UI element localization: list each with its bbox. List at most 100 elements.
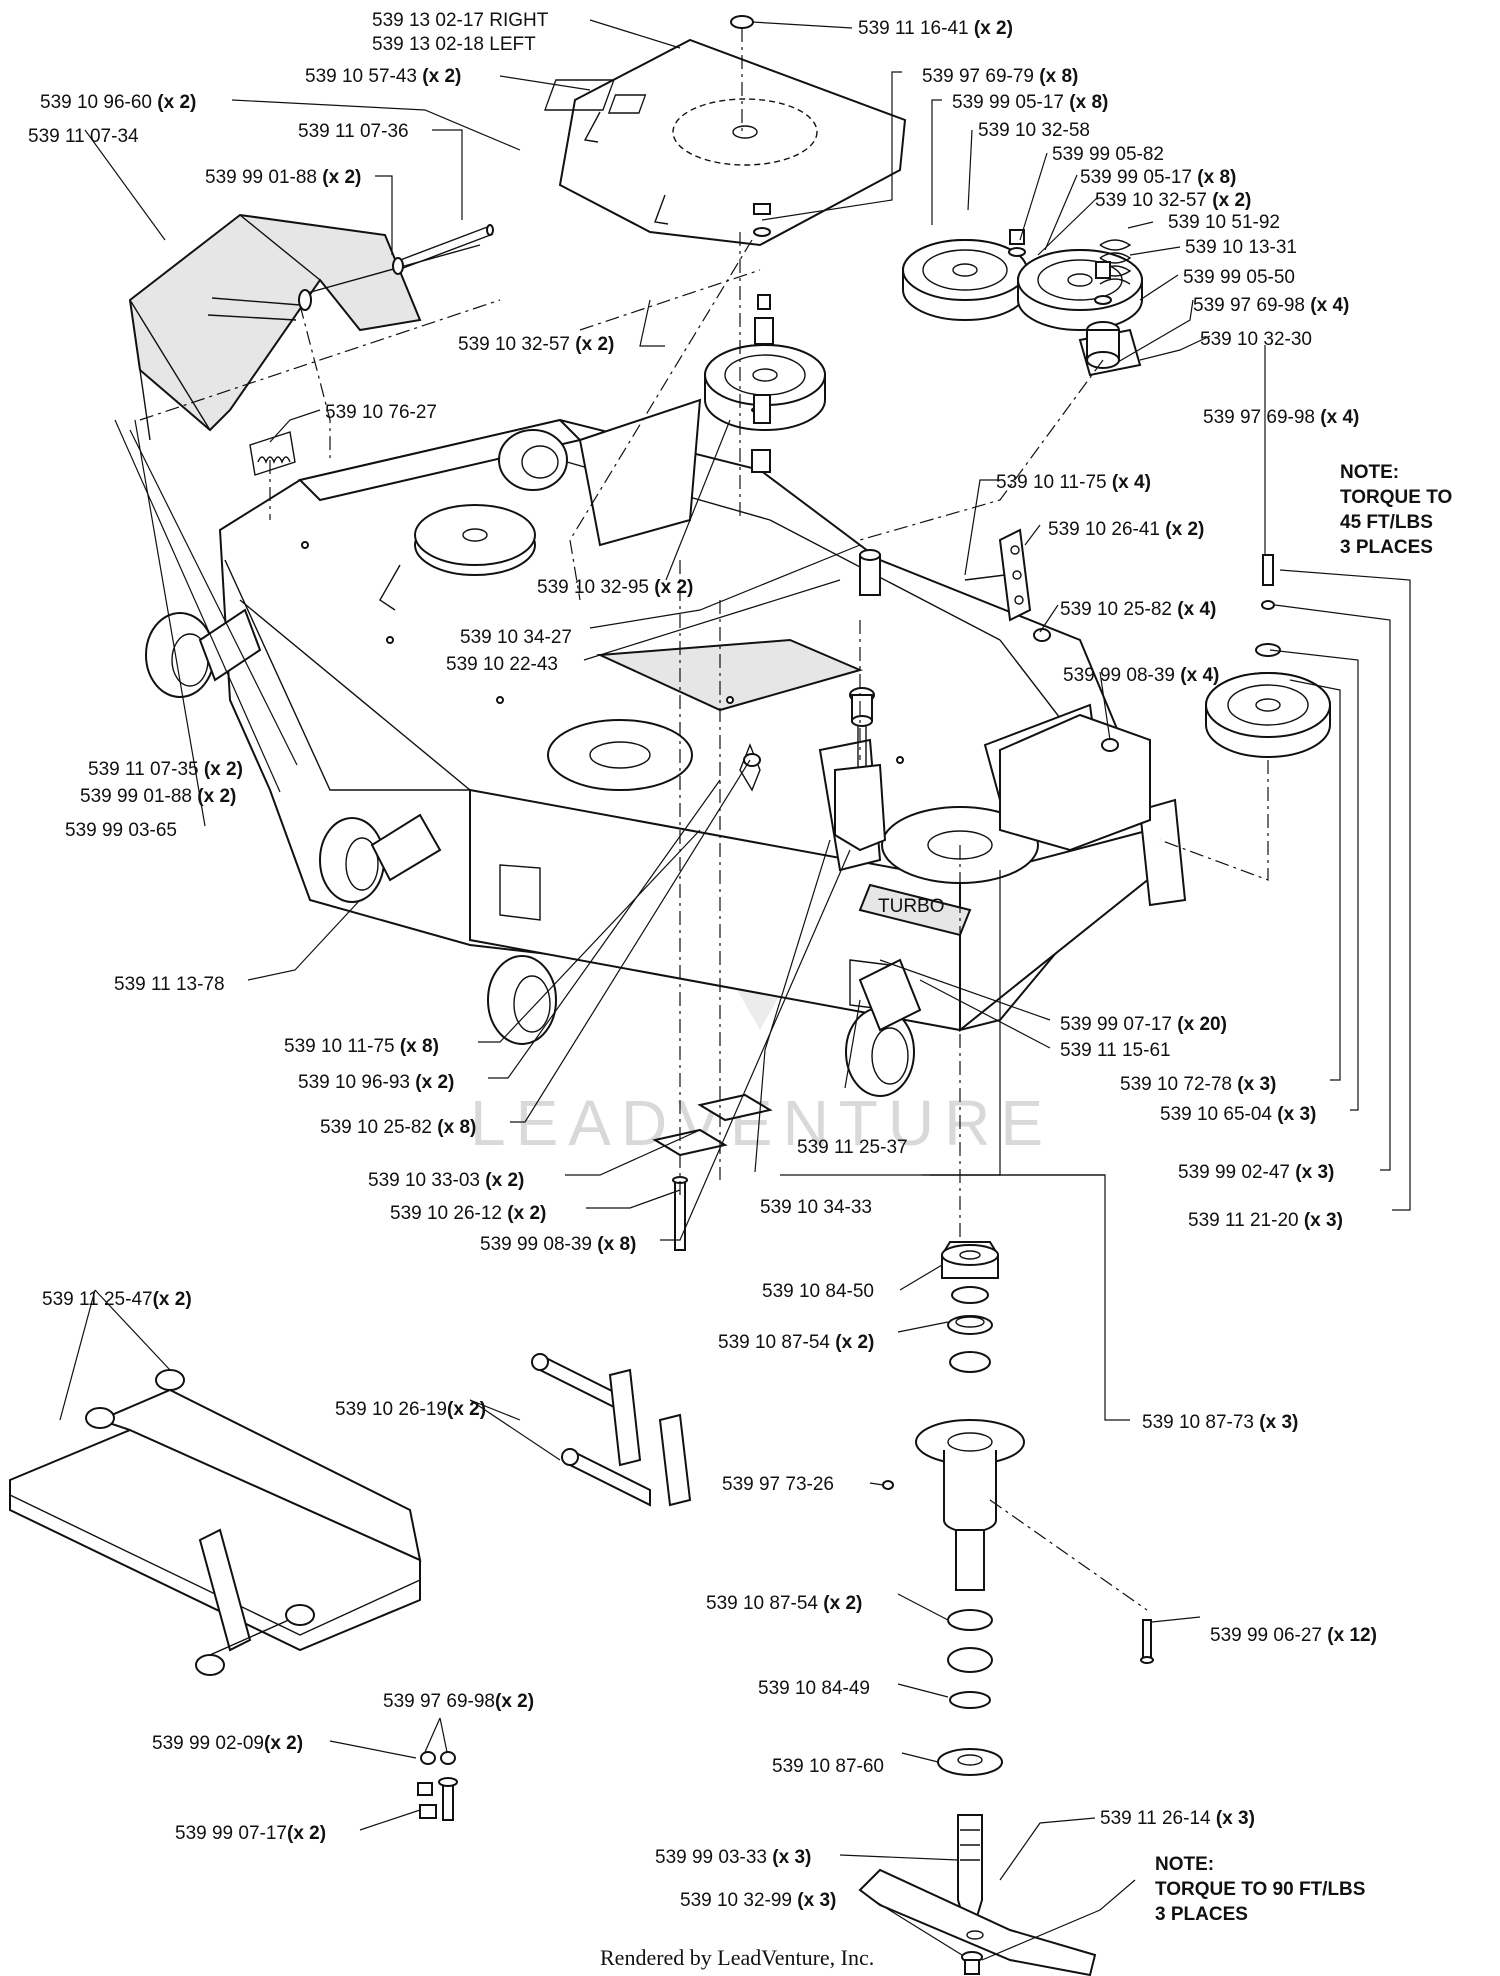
callout-c15: 539 10 51-92	[1168, 212, 1280, 233]
callout-c09: 539 10 32-58	[978, 120, 1090, 141]
callout-c25: 539 10 32-95 (x 2)	[537, 577, 693, 598]
callout-c34: 539 99 07-17 (x 20)	[1060, 1014, 1227, 1035]
callout-c19: 539 10 32-57 (x 2)	[458, 334, 614, 355]
svg-text:3 PLACES: 3 PLACES	[1340, 537, 1433, 558]
chute-washer	[392, 257, 404, 275]
leader-lines	[59, 19, 1411, 1961]
callout-c44: 539 10 26-12 (x 2)	[390, 1203, 546, 1224]
callout-c56: 539 10 84-49	[758, 1678, 870, 1699]
callout-c23: 539 10 11-75 (x 4)	[996, 472, 1151, 493]
callout-c17: 539 99 05-50	[1183, 267, 1295, 288]
spindle-bolt	[1140, 1619, 1154, 1664]
callout-c59: 539 10 87-60	[772, 1756, 884, 1777]
callout-c49: 539 11 25-47(x 2)	[42, 1289, 192, 1310]
callout-c62: 539 99 03-33 (x 3)	[655, 1847, 811, 1868]
callout-c51: 539 10 26-19(x 2)	[335, 1399, 486, 1420]
svg-text:NOTE:: NOTE:	[1340, 462, 1399, 483]
callout-c12: 539 99 05-17 (x 8)	[1080, 167, 1236, 188]
chute-rod	[394, 224, 494, 271]
callout-c53: 539 97 73-26	[722, 1474, 834, 1495]
callout-c13: 539 99 01-88 (x 2)	[205, 167, 361, 188]
callout-c04: 539 10 57-43 (x 2)	[305, 66, 461, 87]
spacers-bolts	[751, 203, 1112, 596]
callout-c54: 539 10 87-54 (x 2)	[706, 1593, 862, 1614]
callout-c43: 539 10 33-03 (x 2)	[368, 1170, 524, 1191]
callout-c42: 539 99 02-47 (x 3)	[1178, 1162, 1334, 1183]
callout-c14: 539 10 32-57 (x 2)	[1095, 190, 1251, 211]
callout-c57: 539 97 69-98(x 2)	[383, 1691, 534, 1712]
callout-c52: 539 10 87-73 (x 3)	[1142, 1412, 1298, 1433]
callout-c05: 539 97 69-79 (x 8)	[922, 66, 1078, 87]
callout-c07: 539 99 05-17 (x 8)	[952, 92, 1108, 113]
callout-c41: 539 11 25-37	[797, 1137, 908, 1158]
callout-c20: 539 10 32-30	[1200, 329, 1312, 350]
callout-c45: 539 10 34-33	[760, 1197, 872, 1218]
callout-c16: 539 10 13-31	[1185, 237, 1297, 258]
callout-c03: 539 11 16-41 (x 2)	[858, 18, 1013, 39]
blade-washer-bolt	[961, 1951, 983, 1975]
wheel-front-left	[319, 813, 442, 903]
callout-c50: 539 10 87-54 (x 2)	[718, 1332, 874, 1353]
callout-c02: 539 13 02-18 LEFT	[372, 34, 536, 55]
callout-c40: 539 10 25-82 (x 8)	[320, 1117, 476, 1138]
pulley-center	[704, 344, 826, 431]
small-hardware	[417, 1751, 458, 1821]
note-torque-90: NOTE: TORQUE TO 90 FT/LBS 3 PLACES	[1155, 1854, 1365, 1925]
idler-arm	[1078, 321, 1142, 377]
cap-plug	[730, 15, 754, 29]
callout-c47: 539 99 08-39 (x 8)	[480, 1234, 636, 1255]
deck-badge: TURBO	[878, 896, 945, 917]
idler-spring	[1099, 239, 1132, 285]
callout-c39: 539 10 65-04 (x 3)	[1160, 1104, 1316, 1125]
callout-c61: 539 11 26-14 (x 3)	[1100, 1808, 1255, 1829]
callout-c36: 539 11 15-61	[1060, 1040, 1171, 1061]
callout-c63: 539 10 32-99 (x 3)	[680, 1890, 836, 1911]
adjustment-link	[964, 528, 1119, 752]
wheel-rear-right	[498, 429, 568, 491]
wheel-front-center	[487, 955, 557, 1045]
callout-c06: 539 10 96-60 (x 2)	[40, 92, 196, 113]
callout-c37: 539 10 96-93 (x 2)	[298, 1072, 454, 1093]
callout-c46: 539 11 21-20 (x 3)	[1188, 1210, 1343, 1231]
render-credit: Rendered by LeadVenture, Inc.	[600, 1945, 874, 1970]
callout-c38: 539 10 72-78 (x 3)	[1120, 1074, 1276, 1095]
callout-c35: 539 10 11-75 (x 8)	[284, 1036, 439, 1057]
callout-c33: 539 11 13-78	[114, 974, 225, 995]
callout-c22: 539 97 69-98 (x 4)	[1203, 407, 1359, 428]
svg-text:NOTE:: NOTE:	[1155, 1854, 1214, 1875]
right-idler-pulley	[1205, 554, 1331, 758]
mower-deck: TURBO	[218, 398, 1187, 1033]
wheel-front-right	[845, 958, 922, 1097]
belt-cover	[544, 38, 907, 247]
gauge-arm	[834, 763, 887, 852]
svg-text:3 PLACES: 3 PLACES	[1155, 1904, 1248, 1925]
deck-pulley-left	[379, 504, 536, 611]
callout-c31: 539 99 01-88 (x 2)	[80, 786, 236, 807]
callout-c58: 539 99 02-09(x 2)	[152, 1733, 303, 1754]
callout-c01: 539 13 02-17 RIGHT	[372, 10, 549, 31]
spindle-stack	[915, 1241, 1025, 1921]
callout-c30: 539 11 07-35 (x 2)	[88, 759, 243, 780]
wheel-rear-left	[145, 608, 262, 698]
lift-pins	[531, 1353, 692, 1507]
callout-c08: 539 11 07-34	[28, 126, 139, 147]
callout-c29: 539 99 08-39 (x 4)	[1063, 665, 1219, 686]
callout-c21: 539 10 76-27	[325, 402, 437, 423]
shim-plates	[652, 1093, 773, 1251]
pulley-left	[751, 239, 1028, 413]
callout-c26: 539 10 25-82 (x 4)	[1060, 599, 1216, 620]
blade	[858, 1868, 1097, 1976]
svg-text:TORQUE TO 90 FT/LBS: TORQUE TO 90 FT/LBS	[1155, 1879, 1365, 1900]
note-torque-45: NOTE: TORQUE TO 45 FT/LBS 3 PLACES	[1340, 462, 1452, 558]
callout-c55: 539 99 06-27 (x 12)	[1210, 1625, 1377, 1646]
callout-c27: 539 10 34-27	[460, 627, 572, 648]
hanger-bracket-pair	[9, 1369, 422, 1676]
callout-c32: 539 99 03-65	[65, 820, 177, 841]
callout-c48: 539 10 84-50	[762, 1281, 874, 1302]
callout-c11: 539 99 05-82	[1052, 144, 1164, 165]
svg-text:45 FT/LBS: 45 FT/LBS	[1340, 512, 1433, 533]
svg-text:TORQUE TO: TORQUE TO	[1340, 487, 1452, 508]
chute-spring	[249, 431, 296, 476]
callout-c24: 539 10 26-41 (x 2)	[1048, 519, 1204, 540]
